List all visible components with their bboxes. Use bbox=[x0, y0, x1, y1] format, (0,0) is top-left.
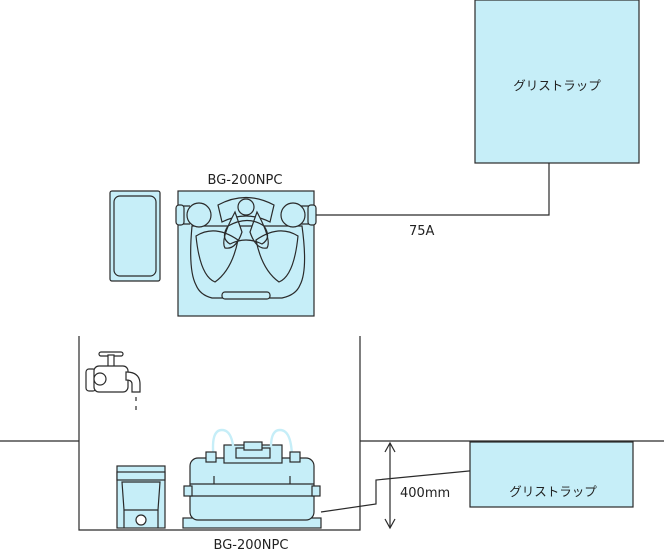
faucet-icon bbox=[85, 351, 141, 410]
drain-pipe-section bbox=[320, 462, 553, 513]
basket-section bbox=[116, 465, 166, 529]
drain-pipe-plan bbox=[314, 163, 550, 216]
unit-plan bbox=[175, 190, 317, 317]
grease-trap-section: グリストラップ bbox=[469, 441, 634, 508]
section-view: 400mm グリストラップ BG-200NPC bbox=[0, 336, 664, 552]
depth-label: 400mm bbox=[400, 486, 450, 501]
grease-trap-plan-label: グリストラップ bbox=[513, 78, 601, 93]
pipe-size-label: 75A bbox=[409, 224, 435, 239]
floor-pit bbox=[78, 336, 361, 531]
plan-view: グリストラップ 75A BG-200NPC bbox=[109, 0, 640, 317]
grease-trap-section-label: グリストラップ bbox=[509, 484, 597, 499]
model-label-top: BG-200NPC bbox=[208, 173, 283, 188]
model-label-bottom: BG-200NPC bbox=[214, 538, 289, 552]
unit-section bbox=[182, 428, 322, 529]
double-arrow-icon bbox=[384, 441, 396, 530]
grease-trap-plan-box bbox=[474, 0, 640, 164]
grease-trap-plan: グリストラップ bbox=[474, 0, 640, 164]
basket-plan bbox=[109, 190, 161, 282]
